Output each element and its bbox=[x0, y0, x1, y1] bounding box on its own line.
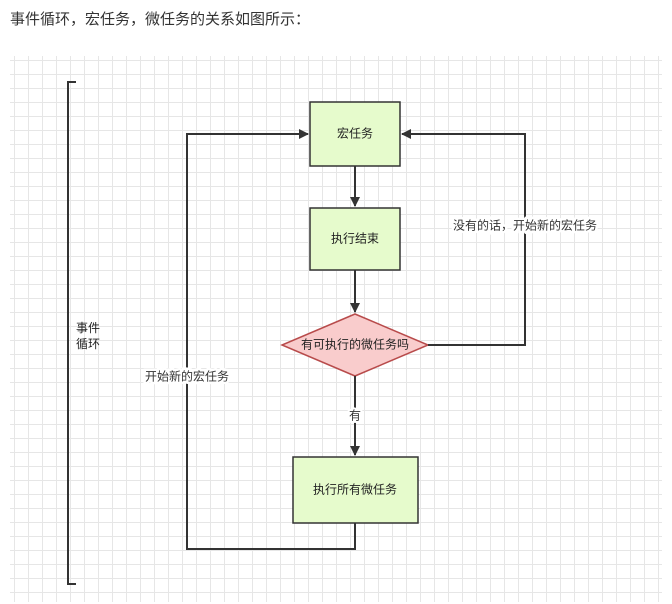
flowchart-svg: 事件 循环 宏任务 执行结束 有可执行的微任务吗 执行所有微任务 有 bbox=[67, 81, 600, 585]
decision-node: 有可执行的微任务吗 bbox=[280, 313, 430, 377]
execution-end-node: 执行结束 bbox=[309, 207, 401, 271]
decision-label: 有可执行的微任务吗 bbox=[301, 337, 409, 352]
event-loop-bracket bbox=[67, 81, 76, 585]
flowchart-canvas: 事件 循环 宏任务 执行结束 有可执行的微任务吗 执行所有微任务 有 bbox=[10, 56, 662, 602]
run-microtasks-node: 执行所有微任务 bbox=[292, 456, 419, 524]
execution-end-label: 执行结束 bbox=[331, 232, 379, 246]
macro-task-label: 宏任务 bbox=[337, 126, 373, 141]
intro-text: 事件循环，宏任务，微任务的关系如图所示： bbox=[10, 10, 311, 28]
edge-start-new-macro-label: 开始新的宏任务 bbox=[145, 369, 229, 384]
bracket-label-line1: 事件 bbox=[76, 321, 100, 335]
edge-decision-no bbox=[401, 129, 526, 346]
edge-restart-macro bbox=[186, 129, 356, 550]
edge-no-microtask-label: 没有的话，开始新的宏任务 bbox=[453, 218, 597, 233]
macro-task-node: 宏任务 bbox=[309, 101, 401, 167]
run-microtasks-label: 执行所有微任务 bbox=[313, 482, 397, 497]
edge-yes-label: 有 bbox=[349, 409, 361, 423]
bracket-label-line2: 循环 bbox=[76, 337, 100, 351]
